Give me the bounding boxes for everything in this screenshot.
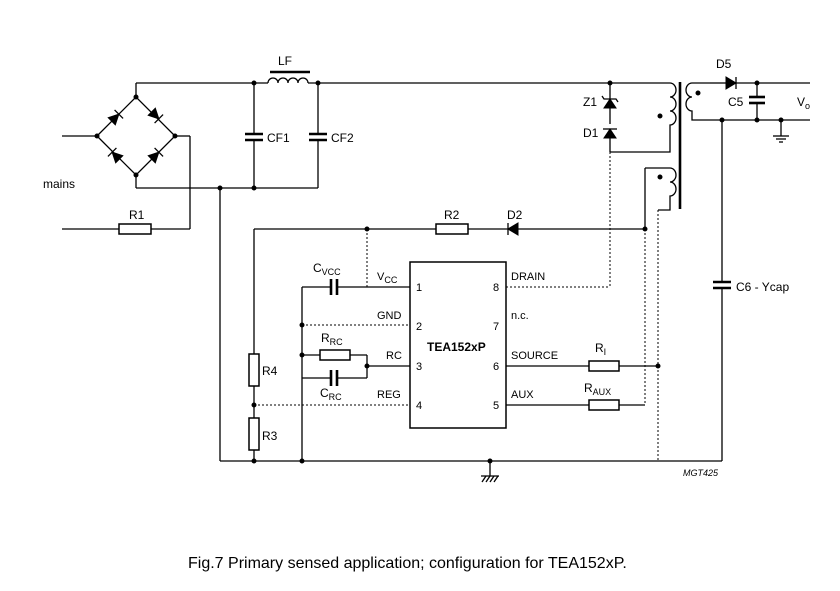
label-c6: C6 - Ycap: [736, 280, 789, 294]
capacitor-cf1: [245, 80, 263, 191]
diode-d2: [507, 222, 519, 236]
pin-number-8: 8: [493, 282, 499, 294]
capacitor-cf2: [309, 80, 327, 188]
capacitor-cvcc: [329, 279, 339, 295]
bridge-diode: [107, 109, 124, 126]
resistor-r1: [62, 223, 190, 235]
label-cf1: CF1: [267, 131, 290, 145]
resistor-r4: [248, 353, 260, 387]
label-r3: R3: [262, 429, 278, 443]
pin-number-2: 2: [416, 321, 422, 333]
label-vo: Vo: [797, 95, 810, 111]
label-d1: D1: [583, 126, 599, 140]
pin-name-nc: n.c.: [511, 310, 529, 322]
label-lf: LF: [278, 54, 292, 68]
resistor-r2: [435, 223, 469, 235]
diode-d5: [710, 76, 810, 90]
pin-number-1: 1: [416, 282, 422, 294]
ic-tea152xp: [409, 261, 507, 429]
transformer: [645, 82, 710, 211]
ground-symbol-primary: [481, 461, 499, 483]
ground-symbol-secondary: [773, 120, 789, 143]
label-r2: R2: [444, 208, 460, 222]
chip-name: TEA152xP: [427, 340, 486, 354]
bridge-rectifier: [62, 94, 191, 229]
pin-number-5: 5: [493, 400, 499, 412]
clamp-z1-d1: [601, 80, 658, 153]
pin-number-6: 6: [493, 361, 499, 373]
label-mains: mains: [43, 177, 75, 191]
label-d2: D2: [507, 208, 523, 222]
label-rrc: RRC: [321, 331, 343, 347]
figure-caption: Fig.7 Primary sensed application; config…: [188, 555, 627, 572]
label-z1: Z1: [583, 95, 597, 109]
bridge-diode: [147, 147, 164, 164]
pin-name-source: SOURCE: [511, 350, 558, 362]
pin-name-rc: RC: [386, 350, 402, 362]
resistor-rrc: [319, 349, 351, 361]
bridge-diode: [147, 107, 164, 124]
label-cvcc: CVCC: [313, 261, 341, 277]
capacitor-crc: [329, 370, 339, 386]
bridge-diode: [107, 147, 124, 164]
pin-name-drain: DRAIN: [511, 271, 545, 283]
label-d5: D5: [716, 57, 732, 71]
pin-number-3: 3: [416, 361, 422, 373]
label-c5: C5: [728, 95, 744, 109]
resistor-r3: [248, 417, 260, 451]
pin-number-4: 4: [416, 400, 422, 412]
label-r4: R4: [262, 364, 278, 378]
label-crc: CRC: [320, 386, 342, 402]
pin-name-reg: REG: [377, 389, 401, 401]
pin-name-vcc: VCC: [377, 271, 398, 285]
label-ri: RI: [595, 341, 606, 357]
label-cf2: CF2: [331, 131, 354, 145]
resistor-ri: [588, 360, 620, 372]
label-drawing-code: MGT425: [683, 468, 719, 478]
label-r1: R1: [129, 208, 145, 222]
pin-number-7: 7: [493, 321, 499, 333]
capacitor-c6: [713, 120, 731, 461]
pin-name-gnd: GND: [377, 310, 402, 322]
capacitor-c5: [749, 83, 765, 120]
label-raux: RAUX: [584, 381, 611, 397]
inductor-lf: [267, 70, 310, 84]
resistor-raux: [588, 399, 620, 411]
pin-name-aux: AUX: [511, 389, 534, 401]
